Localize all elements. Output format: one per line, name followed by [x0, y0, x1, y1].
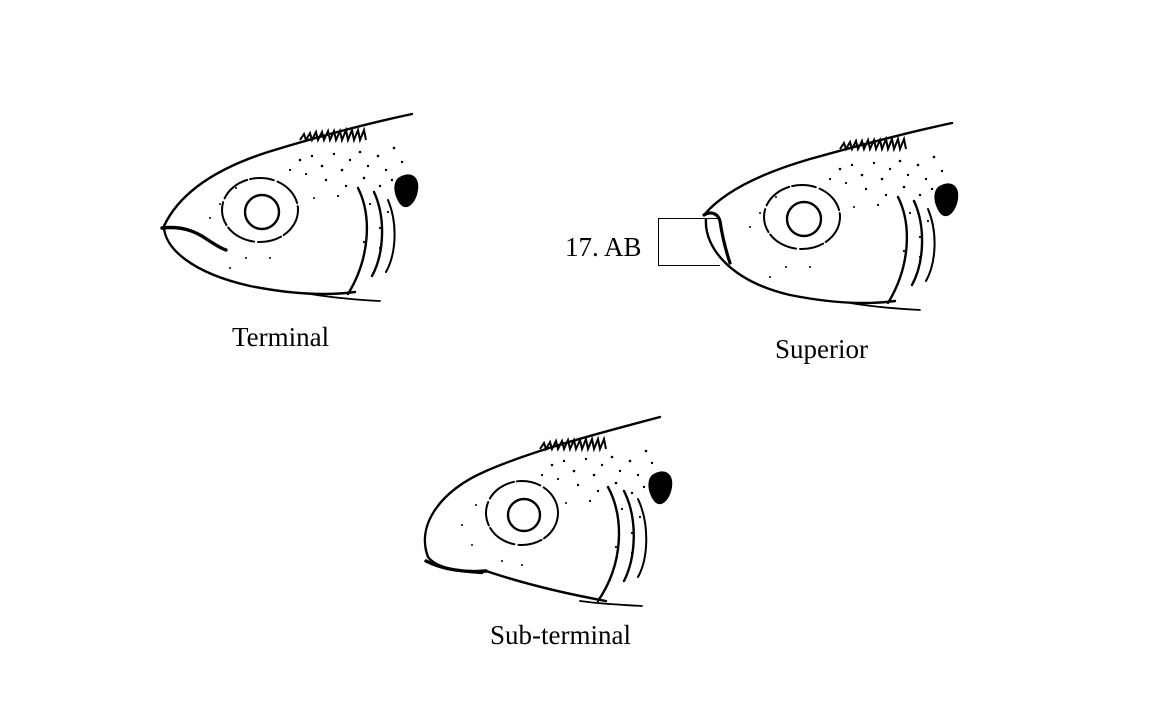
callout-bracket [658, 218, 720, 266]
fish-head-terminal [150, 108, 430, 308]
callout-label: 17. AB [565, 234, 642, 261]
fish-head-superior [690, 115, 970, 315]
caption-terminal: Terminal [232, 324, 329, 351]
caption-subterminal: Sub-terminal [490, 622, 631, 649]
fish-head-subterminal [412, 405, 692, 615]
caption-superior: Superior [775, 336, 868, 363]
